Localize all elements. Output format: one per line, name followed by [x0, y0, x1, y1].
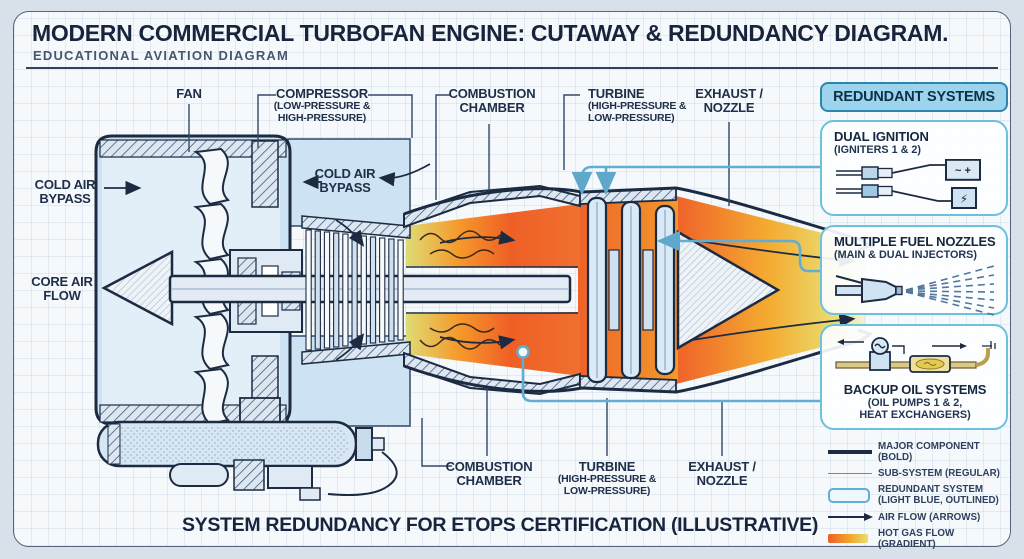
label-turbine-bottom: TURBINE (HIGH-PRESSURE & LOW-PRESSURE): [557, 459, 657, 497]
fuel-nozzles-box: MULTIPLE FUEL NOZZLES (MAIN & DUAL INJEC…: [820, 225, 1008, 316]
major-component-swatch: [828, 450, 872, 454]
oil-system-icon: [835, 337, 996, 373]
combustor-casing: [403, 184, 581, 396]
label-cold-air-bypass-mid: COLD AIR BYPASS: [314, 166, 376, 196]
igniters-icon: ~ + ⚡: [836, 159, 981, 209]
redundant-system-swatch: [828, 487, 870, 503]
label-compressor: COMPRESSOR (LOW-PRESSURE & HIGH-PRESSURE…: [273, 86, 371, 124]
fuel-nozzle-spray-icon: [835, 265, 995, 316]
backup-oil-box: BACKUP OIL SYSTEMS (OIL PUMPS 1 & 2, HEA…: [820, 324, 1008, 430]
air-flow-arrow-swatch: [828, 513, 873, 522]
redundant-systems-header: REDUNDANT SYSTEMS: [820, 82, 1008, 112]
dual-ignition-title: DUAL IGNITION: [834, 129, 929, 144]
label-combustion-bottom: COMBUSTION CHAMBER: [445, 459, 533, 489]
page-title: MODERN COMMERCIAL TURBOFAN ENGINE: CUTAW…: [32, 20, 949, 46]
dual-ignition-subtitle: (IGNITERS 1 & 2): [834, 144, 921, 156]
air-flow-arrows: [104, 163, 856, 361]
turbine-discs: [579, 187, 677, 393]
footer-caption: SYSTEM REDUNDANCY FOR ETOPS CERTIFICATIO…: [181, 514, 819, 536]
fuel-nozzles-subtitle: (MAIN & DUAL INJECTORS): [834, 249, 977, 261]
label-turbine-top: TURBINE (HIGH-PRESSURE & LOW-PRESSURE): [588, 86, 687, 124]
legend: MAJOR COMPONENT (BOLD) SUB-SYSTEM (REGUL…: [828, 441, 1012, 555]
leader-lines: [188, 94, 730, 467]
generator-symbol: ~ +: [955, 165, 971, 177]
fuel-nozzles-title: MULTIPLE FUEL NOZZLES: [834, 234, 996, 249]
backup-oil-subtitle-2: HEAT EXCHANGERS): [859, 409, 971, 421]
sub-system-swatch: [828, 472, 872, 475]
legend-row-airflow: AIR FLOW (ARROWS): [828, 512, 1012, 523]
label-exhaust-top: EXHAUST / NOZZLE: [695, 86, 763, 116]
hot-gas-swatch: [828, 534, 868, 544]
dual-ignition-box: DUAL IGNITION (IGNITERS 1 & 2) ~ + ⚡: [820, 120, 1008, 216]
header-divider: [26, 67, 998, 69]
label-core-air-flow: CORE AIR FLOW: [31, 274, 93, 304]
label-exhaust-bottom: EXHAUST / NOZZLE: [688, 459, 756, 489]
backup-oil-title: BACKUP OIL SYSTEMS: [843, 382, 987, 397]
label-combustion-top: COMBUSTION CHAMBER: [448, 86, 536, 116]
label-cold-air-bypass-left: COLD AIR BYPASS: [34, 177, 96, 207]
legend-row-subsystem: SUB-SYSTEM (REGULAR): [828, 468, 1012, 479]
redundant-connector-lines: [516, 165, 820, 403]
label-fan: FAN: [176, 86, 202, 101]
spark-symbol: ⚡: [960, 192, 968, 206]
combustion-flames: [419, 230, 501, 350]
page-subtitle: EDUCATIONAL AVIATION DIAGRAM: [33, 48, 290, 63]
accessory-gearbox: [96, 397, 398, 501]
legend-row-redundant: REDUNDANT SYSTEM (LIGHT BLUE, OUTLINED): [828, 484, 1012, 507]
legend-row-major: MAJOR COMPONENT (BOLD): [828, 441, 1012, 463]
backup-oil-subtitle-1: (OIL PUMPS 1 & 2,: [867, 397, 963, 409]
exhaust-cone: [676, 229, 781, 351]
legend-row-hotgas: HOT GAS FLOW (GRADIENT): [828, 528, 1012, 550]
